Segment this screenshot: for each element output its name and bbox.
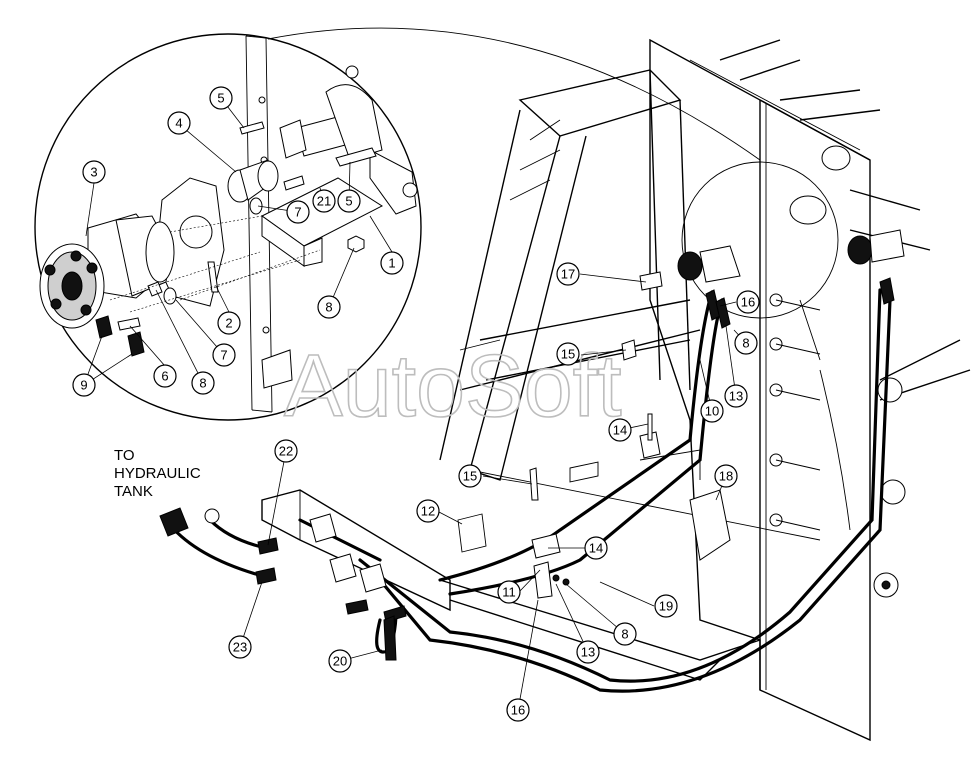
callout-19: 19	[654, 594, 678, 618]
detail-connector	[267, 27, 761, 161]
svg-text:18: 18	[719, 469, 733, 484]
main-frame	[261, 38, 971, 742]
svg-text:11: 11	[502, 585, 516, 600]
svg-text:15: 15	[463, 469, 477, 484]
callout-8: 8	[734, 331, 758, 355]
callout-17: 17	[556, 262, 580, 286]
svg-text:6: 6	[161, 369, 168, 384]
svg-text:14: 14	[589, 541, 603, 556]
svg-text:23: 23	[233, 640, 247, 655]
callout-22: 22	[274, 439, 298, 463]
callout-13: 13	[724, 384, 748, 408]
callout-11: 11	[497, 580, 521, 604]
svg-text:15: 15	[561, 347, 575, 362]
svg-text:8: 8	[742, 336, 749, 351]
callout-18: 18	[714, 464, 738, 488]
callout-15: 15	[458, 464, 482, 488]
tank-label-line-1: TO	[114, 447, 135, 464]
callout-7: 7	[212, 343, 236, 367]
callout-10: 10	[700, 399, 724, 423]
svg-text:22: 22	[279, 444, 293, 459]
svg-text:7: 7	[294, 205, 301, 220]
detail-view	[34, 33, 422, 421]
callout-21: 21	[312, 189, 336, 213]
callout-5: 5	[209, 86, 233, 110]
callout-14: 14	[584, 536, 608, 560]
svg-text:2: 2	[225, 316, 232, 331]
callout-1: 1	[380, 251, 404, 275]
tank-label-line-3: TANK	[114, 483, 153, 500]
svg-text:14: 14	[613, 423, 627, 438]
part-callouts: 1 2 3 4 5 5 6 7 7 8 8 8 8 9 10 11 12 13 …	[72, 86, 760, 722]
callout-13: 13	[576, 640, 600, 664]
callout-12: 12	[416, 499, 440, 523]
callout-23: 23	[228, 635, 252, 659]
callout-9: 9	[72, 373, 96, 397]
svg-text:21: 21	[317, 194, 331, 209]
svg-text:5: 5	[345, 194, 352, 209]
fittings	[159, 271, 895, 661]
svg-text:8: 8	[325, 300, 332, 315]
callout-4: 4	[167, 111, 191, 135]
callout-5: 5	[337, 189, 361, 213]
svg-text:4: 4	[175, 116, 182, 131]
svg-text:3: 3	[90, 165, 97, 180]
callout-6: 6	[153, 364, 177, 388]
callout-8: 8	[317, 295, 341, 319]
callout-15: 15	[556, 342, 580, 366]
svg-text:17: 17	[561, 267, 575, 282]
svg-text:8: 8	[199, 376, 206, 391]
svg-text:10: 10	[705, 404, 719, 419]
callout-3: 3	[82, 160, 106, 184]
callout-8: 8	[191, 371, 215, 395]
svg-text:5: 5	[217, 91, 224, 106]
callout-20: 20	[328, 649, 352, 673]
svg-text:8: 8	[621, 627, 628, 642]
svg-text:20: 20	[333, 654, 347, 669]
svg-text:12: 12	[421, 504, 435, 519]
svg-text:9: 9	[80, 378, 87, 393]
svg-text:16: 16	[511, 703, 525, 718]
tank-label: TO HYDRAULIC TANK	[114, 447, 205, 500]
callout-8: 8	[613, 622, 637, 646]
callout-14: 14	[608, 418, 632, 442]
callout-16: 16	[736, 290, 760, 314]
svg-text:13: 13	[729, 389, 743, 404]
svg-text:13: 13	[581, 645, 595, 660]
svg-text:16: 16	[741, 295, 755, 310]
tank-label-line-2: HYDRAULIC	[114, 465, 201, 482]
callout-7: 7	[286, 200, 310, 224]
callout-2: 2	[217, 311, 241, 335]
svg-text:7: 7	[220, 348, 227, 363]
svg-text:1: 1	[388, 256, 395, 271]
callout-16: 16	[506, 698, 530, 722]
svg-text:19: 19	[659, 599, 673, 614]
